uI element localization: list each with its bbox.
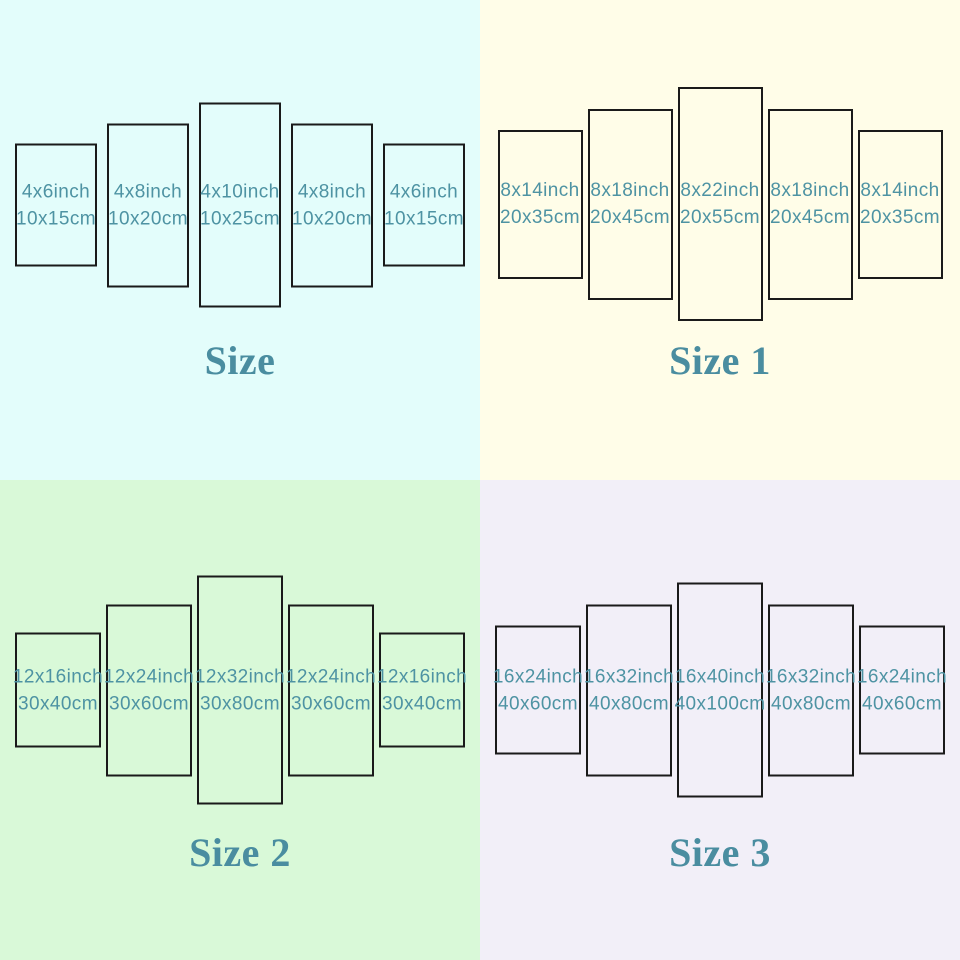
panel-size-inch: 8x22inch — [680, 180, 760, 201]
panel-size-inch: 8x14inch — [500, 180, 580, 201]
panel-size-inch: 12x24inch — [103, 666, 195, 687]
canvas-panel: 8x18inch 20x45cm — [587, 108, 673, 300]
panel-size-label: 12x24inch 30x60cm — [286, 663, 376, 717]
panel-size-cm: 20x35cm — [860, 207, 940, 228]
panel-row: 4x6inch 10x15cm 4x8inch 10x20cm 4x10inch… — [0, 102, 480, 308]
panel-size-cm: 30x40cm — [382, 693, 462, 714]
panel-size-cm: 40x60cm — [498, 693, 578, 714]
canvas-panel: 16x24inch 40x60cm — [493, 625, 583, 755]
canvas-panel: 8x14inch 20x35cm — [497, 129, 583, 279]
panel-size-cm: 40x100cm — [674, 693, 766, 714]
panel-size-label: 4x6inch 10x15cm — [384, 178, 464, 232]
panel-size-inch: 12x16inch — [12, 666, 104, 687]
panel-size-inch: 12x16inch — [376, 666, 468, 687]
panel-size-cm: 20x35cm — [500, 207, 580, 228]
size-group-size-1: 8x14inch 20x35cm 8x18inch 20x45cm 8x22in… — [480, 0, 960, 480]
panel-size-cm: 10x25cm — [200, 208, 280, 229]
canvas-panel: 12x32inch 30x80cm — [195, 575, 285, 805]
panel-row: 12x16inch 30x40cm 12x24inch 30x60cm 12x3… — [0, 575, 480, 805]
panel-size-cm: 30x80cm — [200, 693, 280, 714]
panel-size-inch: 16x40inch — [674, 666, 766, 687]
panel-size-label: 8x18inch 20x45cm — [770, 177, 850, 231]
panel-size-cm: 30x60cm — [291, 693, 371, 714]
canvas-panel: 16x32inch 40x80cm — [766, 604, 856, 776]
panel-size-cm: 30x40cm — [18, 693, 98, 714]
panel-size-cm: 40x80cm — [589, 693, 669, 714]
panel-size-inch: 4x10inch — [200, 181, 280, 202]
panel-size-label: 8x18inch 20x45cm — [590, 177, 670, 231]
size-group-size-3: 16x24inch 40x60cm 16x32inch 40x80cm 16x4… — [480, 480, 960, 960]
canvas-panel: 8x18inch 20x45cm — [767, 108, 853, 300]
panel-size-cm: 10x20cm — [108, 208, 188, 229]
panel-size-cm: 10x15cm — [384, 208, 464, 229]
panel-size-cm: 10x15cm — [16, 208, 96, 229]
canvas-panel: 16x40inch 40x100cm — [675, 582, 766, 798]
canvas-panel: 8x14inch 20x35cm — [857, 129, 943, 279]
size-group-size: 4x6inch 10x15cm 4x8inch 10x20cm 4x10inch… — [0, 0, 480, 480]
panel-size-inch: 4x6inch — [389, 181, 459, 202]
panel-size-inch: 12x24inch — [285, 666, 377, 687]
panel-size-cm: 40x80cm — [771, 693, 851, 714]
panel-size-label: 12x32inch 30x80cm — [195, 663, 285, 717]
panel-size-label: 8x22inch 20x55cm — [680, 177, 760, 231]
panel-size-inch: 8x14inch — [860, 180, 940, 201]
size-group-size-2: 12x16inch 30x40cm 12x24inch 30x60cm 12x3… — [0, 480, 480, 960]
panel-size-label: 4x6inch 10x15cm — [16, 178, 96, 232]
canvas-panel: 16x32inch 40x80cm — [584, 604, 674, 776]
panel-size-label: 16x32inch 40x80cm — [766, 663, 856, 717]
panel-size-label: 12x16inch 30x40cm — [13, 663, 103, 717]
canvas-panel: 12x16inch 30x40cm — [13, 632, 103, 748]
panel-size-inch: 16x32inch — [765, 666, 857, 687]
panel-size-label: 4x8inch 10x20cm — [292, 178, 372, 232]
panel-size-label: 4x8inch 10x20cm — [108, 178, 188, 232]
canvas-panel: 4x6inch 10x15cm — [383, 143, 465, 267]
panel-row: 8x14inch 20x35cm 8x18inch 20x45cm 8x22in… — [480, 87, 960, 321]
panel-row: 16x24inch 40x60cm 16x32inch 40x80cm 16x4… — [480, 582, 960, 798]
panel-size-inch: 4x8inch — [113, 181, 183, 202]
panel-size-label: 16x24inch 40x60cm — [493, 663, 583, 717]
canvas-panel: 12x16inch 30x40cm — [377, 632, 467, 748]
size-group-title: Size 3 — [669, 830, 771, 875]
panel-size-cm: 20x45cm — [590, 207, 670, 228]
panel-size-label: 16x32inch 40x80cm — [584, 663, 674, 717]
panel-size-inch: 4x8inch — [297, 181, 367, 202]
panel-size-label: 8x14inch 20x35cm — [860, 177, 940, 231]
panel-size-cm: 40x60cm — [862, 693, 942, 714]
canvas-panel: 16x24inch 40x60cm — [857, 625, 947, 755]
panel-size-cm: 10x20cm — [292, 208, 372, 229]
size-group-title: Size — [204, 338, 276, 383]
size-group-title: Size 2 — [189, 830, 291, 875]
panel-size-label: 16x24inch 40x60cm — [857, 663, 947, 717]
size-group-title: Size 1 — [669, 338, 771, 383]
panel-size-inch: 16x24inch — [492, 666, 584, 687]
panel-size-label: 4x10inch 10x25cm — [200, 178, 280, 232]
canvas-panel: 4x6inch 10x15cm — [15, 143, 97, 267]
canvas-panel: 4x10inch 10x25cm — [199, 102, 281, 308]
panel-size-label: 12x16inch 30x40cm — [377, 663, 467, 717]
panel-size-inch: 16x32inch — [583, 666, 675, 687]
panel-size-inch: 16x24inch — [856, 666, 948, 687]
panel-size-inch: 8x18inch — [770, 180, 850, 201]
panel-size-label: 8x14inch 20x35cm — [500, 177, 580, 231]
canvas-panel: 4x8inch 10x20cm — [107, 123, 189, 287]
panel-size-cm: 20x55cm — [680, 207, 760, 228]
canvas-panel: 8x22inch 20x55cm — [677, 87, 763, 321]
panel-size-inch: 8x18inch — [590, 180, 670, 201]
canvas-panel: 12x24inch 30x60cm — [104, 604, 194, 776]
panel-size-cm: 30x60cm — [109, 693, 189, 714]
canvas-panel: 12x24inch 30x60cm — [286, 604, 376, 776]
panel-size-label: 16x40inch 40x100cm — [675, 663, 766, 717]
panel-size-inch: 12x32inch — [194, 666, 286, 687]
panel-size-label: 12x24inch 30x60cm — [104, 663, 194, 717]
panel-size-cm: 20x45cm — [770, 207, 850, 228]
canvas-panel: 4x8inch 10x20cm — [291, 123, 373, 287]
panel-size-inch: 4x6inch — [21, 181, 91, 202]
